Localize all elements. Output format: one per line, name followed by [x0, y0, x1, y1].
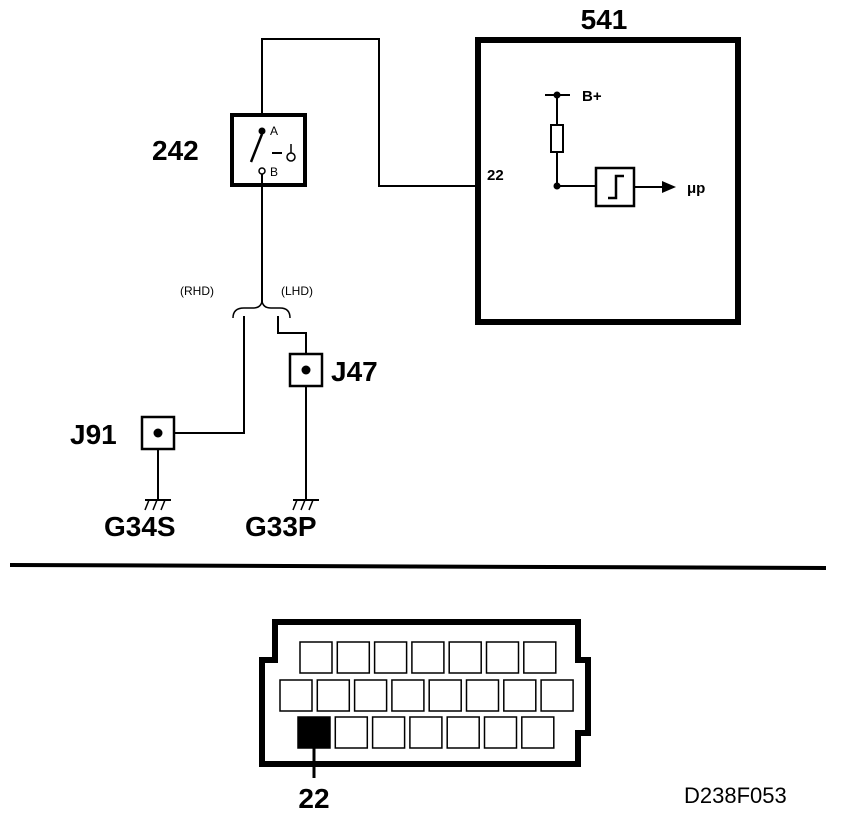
junction-j47-dot: [301, 365, 311, 375]
ground-g33p-icon: [292, 499, 319, 511]
ecu-pin-label: 22: [487, 167, 504, 184]
connector-pin: [336, 641, 371, 674]
connector-pin: [279, 679, 313, 712]
arrow-right-icon: [662, 181, 676, 193]
connector-pin: [428, 679, 462, 712]
ecu-id-label: 541: [581, 4, 628, 35]
connector-pin: [465, 679, 500, 712]
pullup-resistor: [550, 124, 564, 153]
connector-pin: [446, 716, 480, 749]
rhd-label: (RHD): [180, 284, 214, 298]
connector-pin: [448, 641, 482, 674]
lhd-label: (LHD): [281, 284, 313, 298]
switch-terminal-a-label: A: [270, 124, 278, 138]
connector-pin: [523, 641, 557, 674]
connector-pin: [540, 679, 574, 712]
switch-terminal-b-label: B: [270, 165, 278, 179]
connector-pin: [409, 716, 443, 749]
switch-terminal-b: [258, 167, 266, 175]
connector-pin: [483, 716, 518, 749]
schmitt-symbol: [608, 174, 624, 200]
lhd-wire: [277, 316, 307, 355]
switch-actuator-head: [286, 152, 296, 162]
connector-pin: [503, 679, 537, 712]
connector-pins: [279, 641, 574, 749]
connector-pin-22: [297, 716, 331, 749]
connector-pin: [373, 641, 408, 674]
connector-pin: [353, 679, 388, 712]
connector-pin: [485, 641, 520, 674]
switch-box: [230, 113, 307, 187]
ground-g34s-label: G34S: [104, 511, 176, 542]
routing-brace: [232, 300, 291, 319]
switch-terminal-a: [258, 127, 266, 135]
switch-id-label: 242: [152, 135, 199, 166]
connector-pin: [299, 641, 333, 674]
ecu-output-label: μp: [687, 180, 705, 197]
rhd-wire: [161, 316, 245, 434]
connector-pin-label: 22: [298, 783, 329, 814]
connector-pin: [521, 716, 555, 749]
connector-pin: [391, 679, 425, 712]
connector-pin: [371, 716, 406, 749]
signal-wire: [261, 38, 480, 187]
b-plus-label: B+: [582, 88, 602, 105]
junction-j47-label: J47: [331, 356, 378, 387]
junction-j91-label: J91: [70, 419, 117, 450]
ground-g34s-icon: [144, 499, 171, 511]
connector-pin: [316, 679, 351, 712]
connector-pin: [411, 641, 445, 674]
junction-j91-dot: [153, 428, 163, 438]
switch-contact: [249, 133, 264, 163]
connector-pin: [334, 716, 369, 749]
ground-g33p-label: G33P: [245, 511, 317, 542]
section-divider: [9, 563, 827, 570]
figure-id-label: D238F053: [684, 783, 787, 808]
ecu-box: [475, 37, 741, 325]
